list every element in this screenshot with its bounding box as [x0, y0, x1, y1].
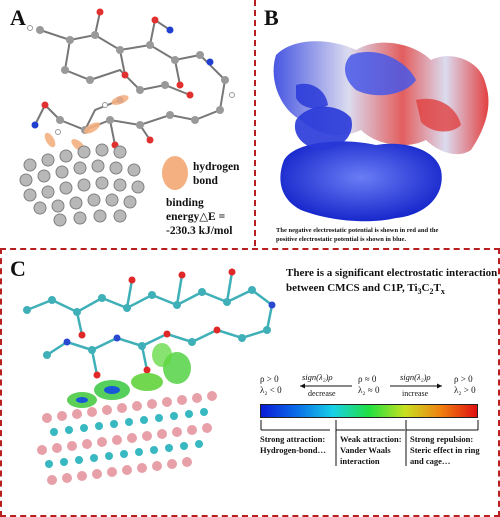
electrostatic-potential-surface: [273, 41, 489, 222]
scale-left-condition: ρ > 0 λ₂ < 0: [260, 374, 282, 395]
scale-decrease-label: decrease: [308, 389, 336, 398]
panel-b-label: B: [264, 5, 279, 30]
panel-c-title-line2: between CMCS and C1P, Ti3C2Tx: [286, 282, 445, 297]
scale-right-condition: ρ > 0 λ₂ > 0: [454, 374, 476, 395]
binding-energy-value: -230.3 kJ/mol: [166, 225, 233, 237]
panel-a-label: A: [10, 5, 26, 30]
scale-arrow-label-right: sign(λ₂)ρ: [400, 372, 431, 382]
category-weak-attraction: Weak attraction: Vander Waals interactio…: [340, 434, 402, 466]
panel-c-label: C: [10, 256, 26, 281]
scale-mid-condition: ρ ≈ 0 λ₂ ≈ 0: [358, 374, 380, 395]
panel-a: A: [0, 0, 254, 246]
panel-c-molecule-illustration: [23, 268, 276, 485]
panel-b-caption: The negative electrostatic potential is …: [276, 226, 438, 244]
panel-b-caption-line2: positive electrostatic potential is show…: [276, 236, 407, 243]
hydrogen-bond-legend-label: hydrogen bond: [193, 161, 240, 187]
category-strong-attraction: Strong attraction: Hydrogen-bond…: [260, 434, 326, 455]
scale-arrows: [300, 383, 442, 389]
category-strong-repulsion: Strong repulsion: Steric effect in ring …: [410, 434, 480, 466]
scale-increase-label: increase: [402, 389, 429, 398]
panel-c: C There is a significant electrostatic i…: [0, 248, 500, 517]
panel-b: B The negative electrostatic potential i…: [256, 0, 500, 246]
divider-ab: [254, 0, 256, 246]
panel-c-title: There is a significant electrostatic int…: [286, 266, 497, 299]
binding-energy-line1: binding: [166, 197, 204, 209]
binding-energy-line2: energy△E =: [166, 211, 226, 223]
scale-color-bar: [260, 404, 478, 418]
panel-c-title-line1: There is a significant electrostatic int…: [286, 267, 498, 279]
hydrogen-bond-legend-marker: [162, 156, 188, 190]
panel-a-molecule-illustration: [19, 8, 235, 227]
panel-b-caption-line1: The negative electrostatic potential is …: [276, 227, 439, 234]
scale-arrow-label-left: sign(λ₂)ρ: [302, 372, 333, 382]
rdg-scale: ρ > 0 λ₂ < 0 ρ ≈ 0 λ₂ ≈ 0 ρ > 0 λ₂ > 0 s…: [260, 372, 480, 514]
scale-dividers: [260, 420, 479, 466]
binding-energy-label: binding energy△E = -230.3 kJ/mol: [166, 196, 232, 238]
